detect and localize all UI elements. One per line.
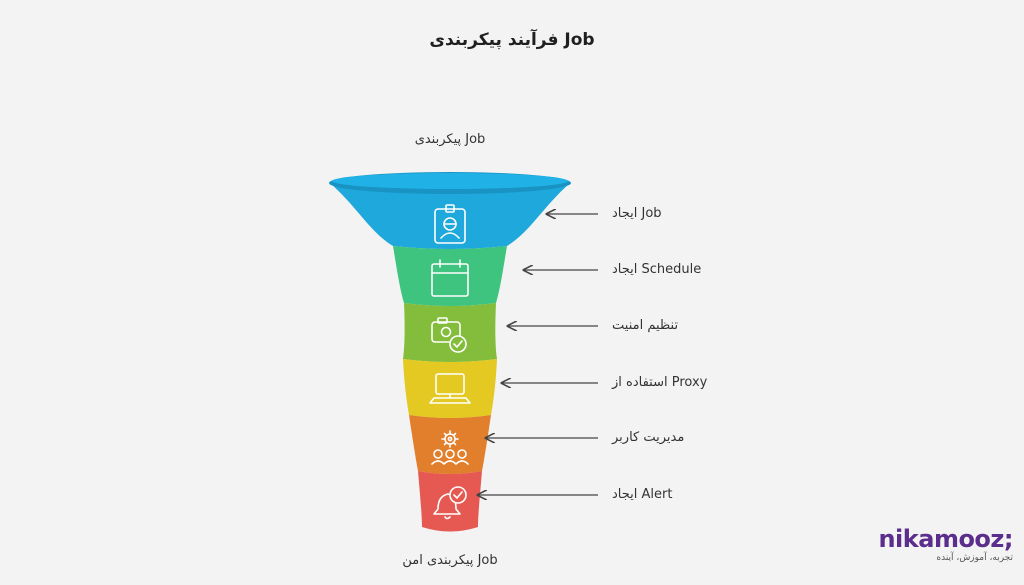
funnel-stage-create-schedule: [393, 246, 507, 306]
funnel-stage-create-job: [329, 172, 571, 249]
funnel-bottom-label: پیکربندی امن Job: [402, 553, 498, 568]
bell-check-icon: [433, 486, 467, 520]
laptop-icon: [429, 373, 471, 404]
camera-check-icon: [431, 317, 467, 353]
stage-label-security: تنظیم امنیت: [612, 318, 679, 333]
logo-tagline: تجربه، آموزش، آینده: [936, 553, 1013, 563]
robot-badge-icon: [434, 204, 466, 244]
funnel-stage-alert: [418, 471, 482, 532]
calendar-icon: [431, 259, 469, 297]
users-gear-icon: [431, 430, 469, 465]
logo-name: nikamooz;: [878, 525, 1013, 553]
stage-label-proxy: استفاده از Proxy: [612, 375, 708, 390]
funnel-top-label: پیکربندی Job: [414, 132, 486, 147]
stage-label-alert: ایجاد Alert: [612, 487, 673, 502]
stage-label-create-schedule: ایجاد Schedule: [612, 262, 702, 277]
diagram-title: فرآیند پیکربندی Job: [429, 30, 595, 50]
stage-label-create-job: ایجاد Job: [612, 206, 662, 221]
funnel-stage-proxy: [403, 359, 497, 418]
nikamooz-logo: nikamooz; تجربه، آموزش، آینده: [873, 527, 1013, 564]
stage-label-user-management: مدیریت کاربر: [612, 430, 685, 445]
